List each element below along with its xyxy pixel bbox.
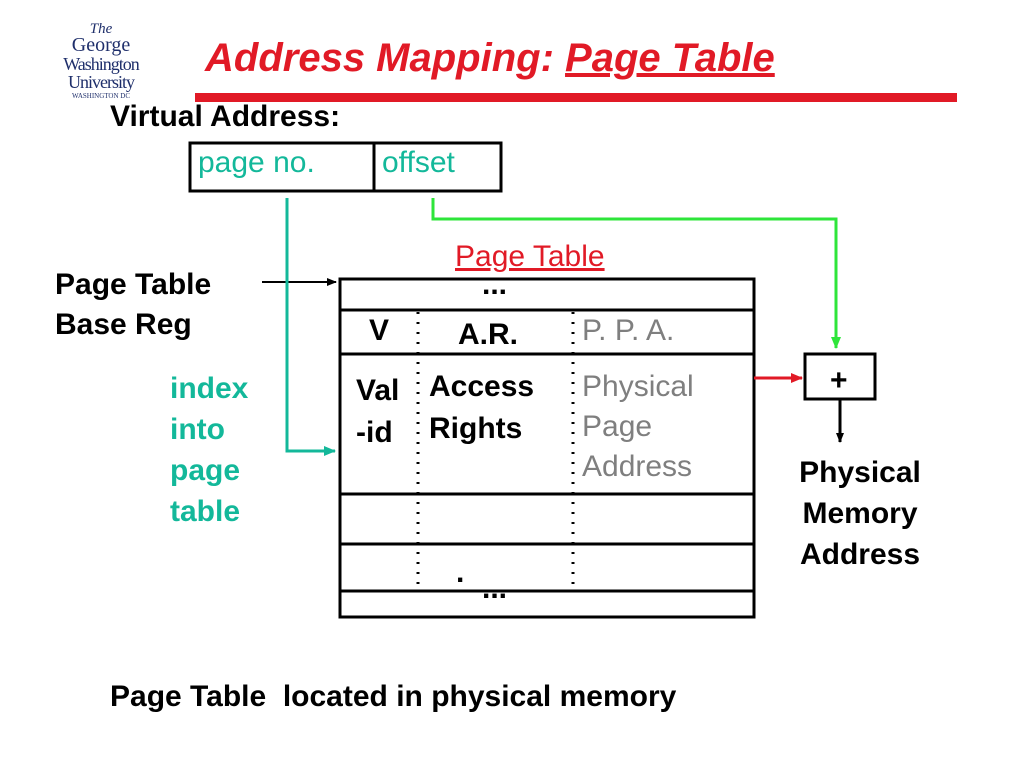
index-label-line4: table — [170, 495, 241, 528]
physical-memory-address-line3: Address — [799, 538, 921, 571]
page-table-base-reg-line2: Base Reg — [55, 308, 192, 341]
ppa-entry-line2: Page — [582, 410, 653, 443]
offset-field: offset — [382, 146, 455, 179]
valid-entry-line2: -id — [356, 416, 393, 449]
footer-note: Page Table located in physical memory — [110, 680, 677, 713]
access-entry-line2: Rights — [429, 412, 523, 445]
access-rights-column-header: A.R. — [458, 318, 518, 351]
page-number-field: page no. — [198, 146, 315, 179]
title-underline-rule — [195, 93, 957, 102]
valid-entry-line1: Val — [356, 374, 400, 407]
logo-line-the: The — [89, 21, 113, 37]
index-label-line2: into — [170, 413, 225, 446]
page-table-bottom-ellipsis: ... — [482, 572, 508, 605]
page-table-label: Page Table — [455, 240, 605, 273]
page-table-box — [338, 277, 756, 619]
valid-column-header: V — [369, 314, 390, 347]
gwu-logo: The George Washington University WASHING… — [38, 22, 164, 102]
page-number-index-arrow — [285, 198, 336, 456]
page-table-dot: . — [456, 556, 465, 589]
logo-line-george: George — [71, 34, 131, 56]
index-label-line3: page — [170, 454, 241, 487]
virtual-address-label: Virtual Address: — [110, 100, 341, 133]
logo-line-washington: Washington — [63, 54, 140, 74]
title-emphasis: Page Table — [565, 36, 775, 80]
physical-memory-address-line2: Memory — [802, 497, 918, 530]
slide-title: Address Mapping: Page Table — [205, 36, 775, 81]
logo-line-university: University — [68, 72, 135, 92]
page-table-top-ellipsis: ... — [482, 268, 508, 301]
ppa-entry-line3: Address — [582, 450, 693, 483]
ppa-entry-line1: Physical — [582, 370, 694, 403]
ppa-column-header: P. P. A. — [582, 314, 675, 347]
title-prefix: Address Mapping: — [205, 36, 566, 80]
logo-line-location: WASHINGTON DC — [71, 92, 130, 100]
physical-memory-address-line1: Physical — [799, 456, 921, 489]
index-label-line1: index — [170, 372, 249, 405]
adder-symbol: + — [830, 364, 848, 397]
access-entry-line1: Access — [429, 370, 535, 403]
page-table-base-reg-line1: Page Table — [55, 268, 212, 301]
